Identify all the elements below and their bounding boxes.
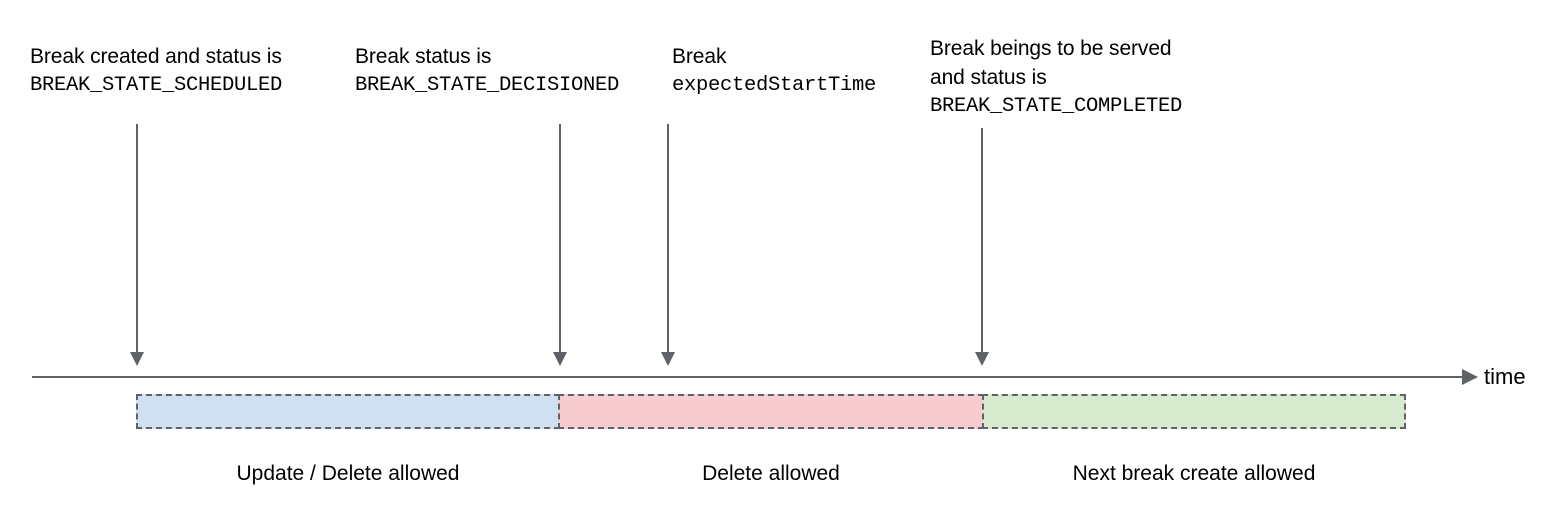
phase-caption-update-delete: Update / Delete allowed	[236, 462, 460, 485]
arrow-shaft	[981, 128, 983, 352]
phase-caption-next-break-create: Next break create allowed	[1072, 462, 1316, 485]
arrow-shaft	[136, 124, 138, 352]
arrow-right-icon	[1462, 369, 1478, 385]
phase-bar-next-break-create	[982, 394, 1406, 429]
arrow-head	[661, 352, 675, 366]
timeline-axis-label: time	[1484, 364, 1526, 389]
annotation-line: BREAK_STATE_DECISIONED	[355, 74, 620, 97]
annotation-expected-start-time: Break expectedStartTime	[672, 42, 876, 100]
timeline-axis	[32, 376, 1469, 378]
phase-bar-delete	[558, 394, 984, 429]
annotation-line: Break created and status is	[30, 45, 282, 68]
arrow-head	[130, 352, 144, 366]
phase-bar-update-delete	[136, 394, 560, 429]
annotation-line: BREAK_STATE_COMPLETED	[930, 95, 1183, 118]
phase-caption-delete: Delete allowed	[702, 462, 840, 485]
annotation-line: expectedStartTime	[672, 74, 877, 97]
arrow-down-icon-decisioned	[551, 124, 569, 366]
arrow-shaft	[559, 124, 561, 352]
arrow-down-icon-expected-start-time	[659, 124, 677, 366]
arrow-shaft	[667, 124, 669, 352]
annotation-line: Break beings to be served	[930, 37, 1172, 60]
arrow-head	[975, 352, 989, 366]
annotation-scheduled: Break created and status is BREAK_STATE_…	[30, 42, 282, 100]
annotation-decisioned: Break status is BREAK_STATE_DECISIONED	[355, 42, 619, 100]
annotation-line: Break	[672, 45, 727, 68]
arrow-head	[553, 352, 567, 366]
annotation-completed: Break beings to be served and status is …	[930, 34, 1182, 121]
arrow-down-icon-scheduled	[128, 124, 146, 366]
annotation-line: and status is	[930, 66, 1047, 89]
annotation-line: BREAK_STATE_SCHEDULED	[30, 74, 283, 97]
annotation-line: Break status is	[355, 45, 492, 68]
arrow-down-icon-completed	[973, 128, 991, 366]
